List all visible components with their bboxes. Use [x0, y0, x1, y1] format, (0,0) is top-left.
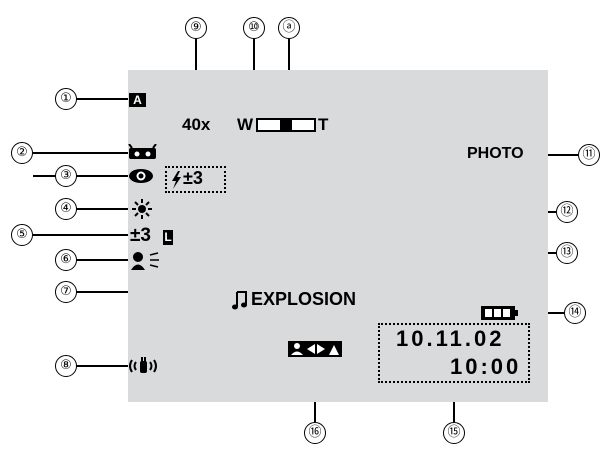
flash-box: [165, 166, 226, 193]
zoom-indicator: [280, 120, 292, 130]
callout-9: ⑨: [185, 17, 207, 39]
callout-5: ⑤: [11, 224, 33, 246]
callout-16: ⑯: [304, 422, 326, 444]
callout-11: ⑪: [578, 144, 600, 166]
date-display: 10.11.02: [396, 326, 505, 351]
white-balance-icon: [132, 199, 152, 219]
flash-compensation: ±3: [183, 168, 203, 188]
callout-12: ⑫: [556, 201, 578, 223]
flash-icon: [172, 171, 181, 189]
zoom-wide-label: W: [237, 115, 254, 134]
zoom-tele-label: T: [318, 115, 329, 134]
battery-icon: [481, 306, 518, 320]
iris-lock-icon: L: [163, 230, 173, 245]
callout-a: ⓐ: [278, 17, 300, 39]
zoom-bar: [256, 118, 316, 132]
callout-4: ④: [55, 198, 77, 220]
battery-cell: [503, 309, 510, 317]
exposure-value: ±3: [130, 225, 151, 246]
mode-label: PHOTO: [467, 145, 524, 162]
music-note-icon: [232, 291, 247, 310]
callout-7: ⑦: [55, 281, 77, 303]
callout-14: ⑭: [564, 302, 586, 324]
red-eye-icon: [129, 169, 153, 183]
date-time-box: [378, 323, 530, 383]
auto-mode-icon: A: [129, 93, 146, 107]
callout-8: ⑧: [55, 355, 77, 377]
callout-15: ⑮: [443, 422, 465, 444]
battery-cell: [494, 309, 501, 317]
callout-13: ⑬: [556, 242, 578, 264]
night-scope-icon: [128, 144, 157, 159]
callout-6: ⑥: [55, 249, 77, 271]
backlight-icon: [131, 252, 159, 270]
callout-10: ⑩: [243, 17, 265, 39]
zoom-value: 40x: [182, 115, 211, 134]
program-ae-label: EXPLOSION: [251, 289, 357, 309]
time-display: 10:00: [450, 354, 522, 379]
callout-2: ②: [11, 142, 33, 164]
playback-icon: [288, 341, 342, 357]
playback-symbols: [291, 343, 339, 355]
callout-1: ①: [55, 88, 77, 110]
battery-cell: [485, 309, 492, 317]
stabilizer-icon: [129, 357, 157, 373]
callout-3: ③: [55, 165, 77, 187]
